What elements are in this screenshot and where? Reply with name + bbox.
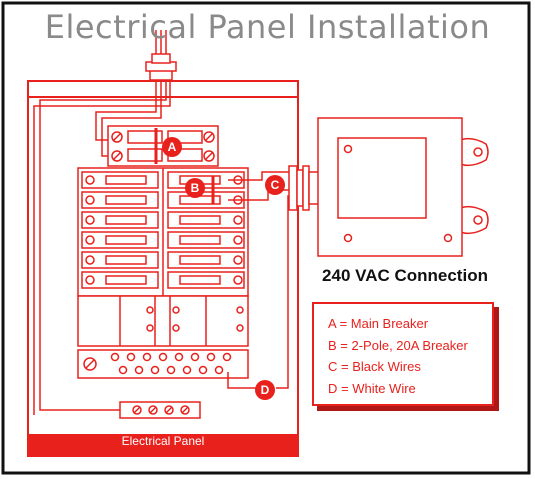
marker-a: A — [162, 137, 182, 157]
legend-item-a: A = Main Breaker — [328, 316, 429, 331]
panel-caption: Electrical Panel — [121, 434, 205, 448]
conduit-fitting — [288, 165, 320, 211]
feed-wires — [33, 80, 171, 415]
marker-c: C — [265, 175, 285, 195]
breaker-bank — [77, 167, 249, 347]
panel-label-bar — [28, 434, 298, 456]
legend-item-d: D = White Wire — [328, 380, 416, 396]
connection-label: 240 VAC Connection — [322, 266, 488, 285]
ground-bar — [119, 401, 201, 419]
neutral-bar — [77, 349, 249, 379]
junction-box — [317, 117, 489, 257]
marker-d: D — [255, 380, 275, 400]
legend-item-b: B = 2-Pole, 20A Breaker — [328, 337, 468, 353]
legend-item-c: C = Black Wires — [328, 359, 421, 374]
marker-b: B — [185, 178, 205, 198]
page-title: Electrical Panel Installation — [44, 8, 491, 46]
legend-box: A = Main Breaker B = 2-Pole, 20A Breaker… — [312, 302, 494, 406]
